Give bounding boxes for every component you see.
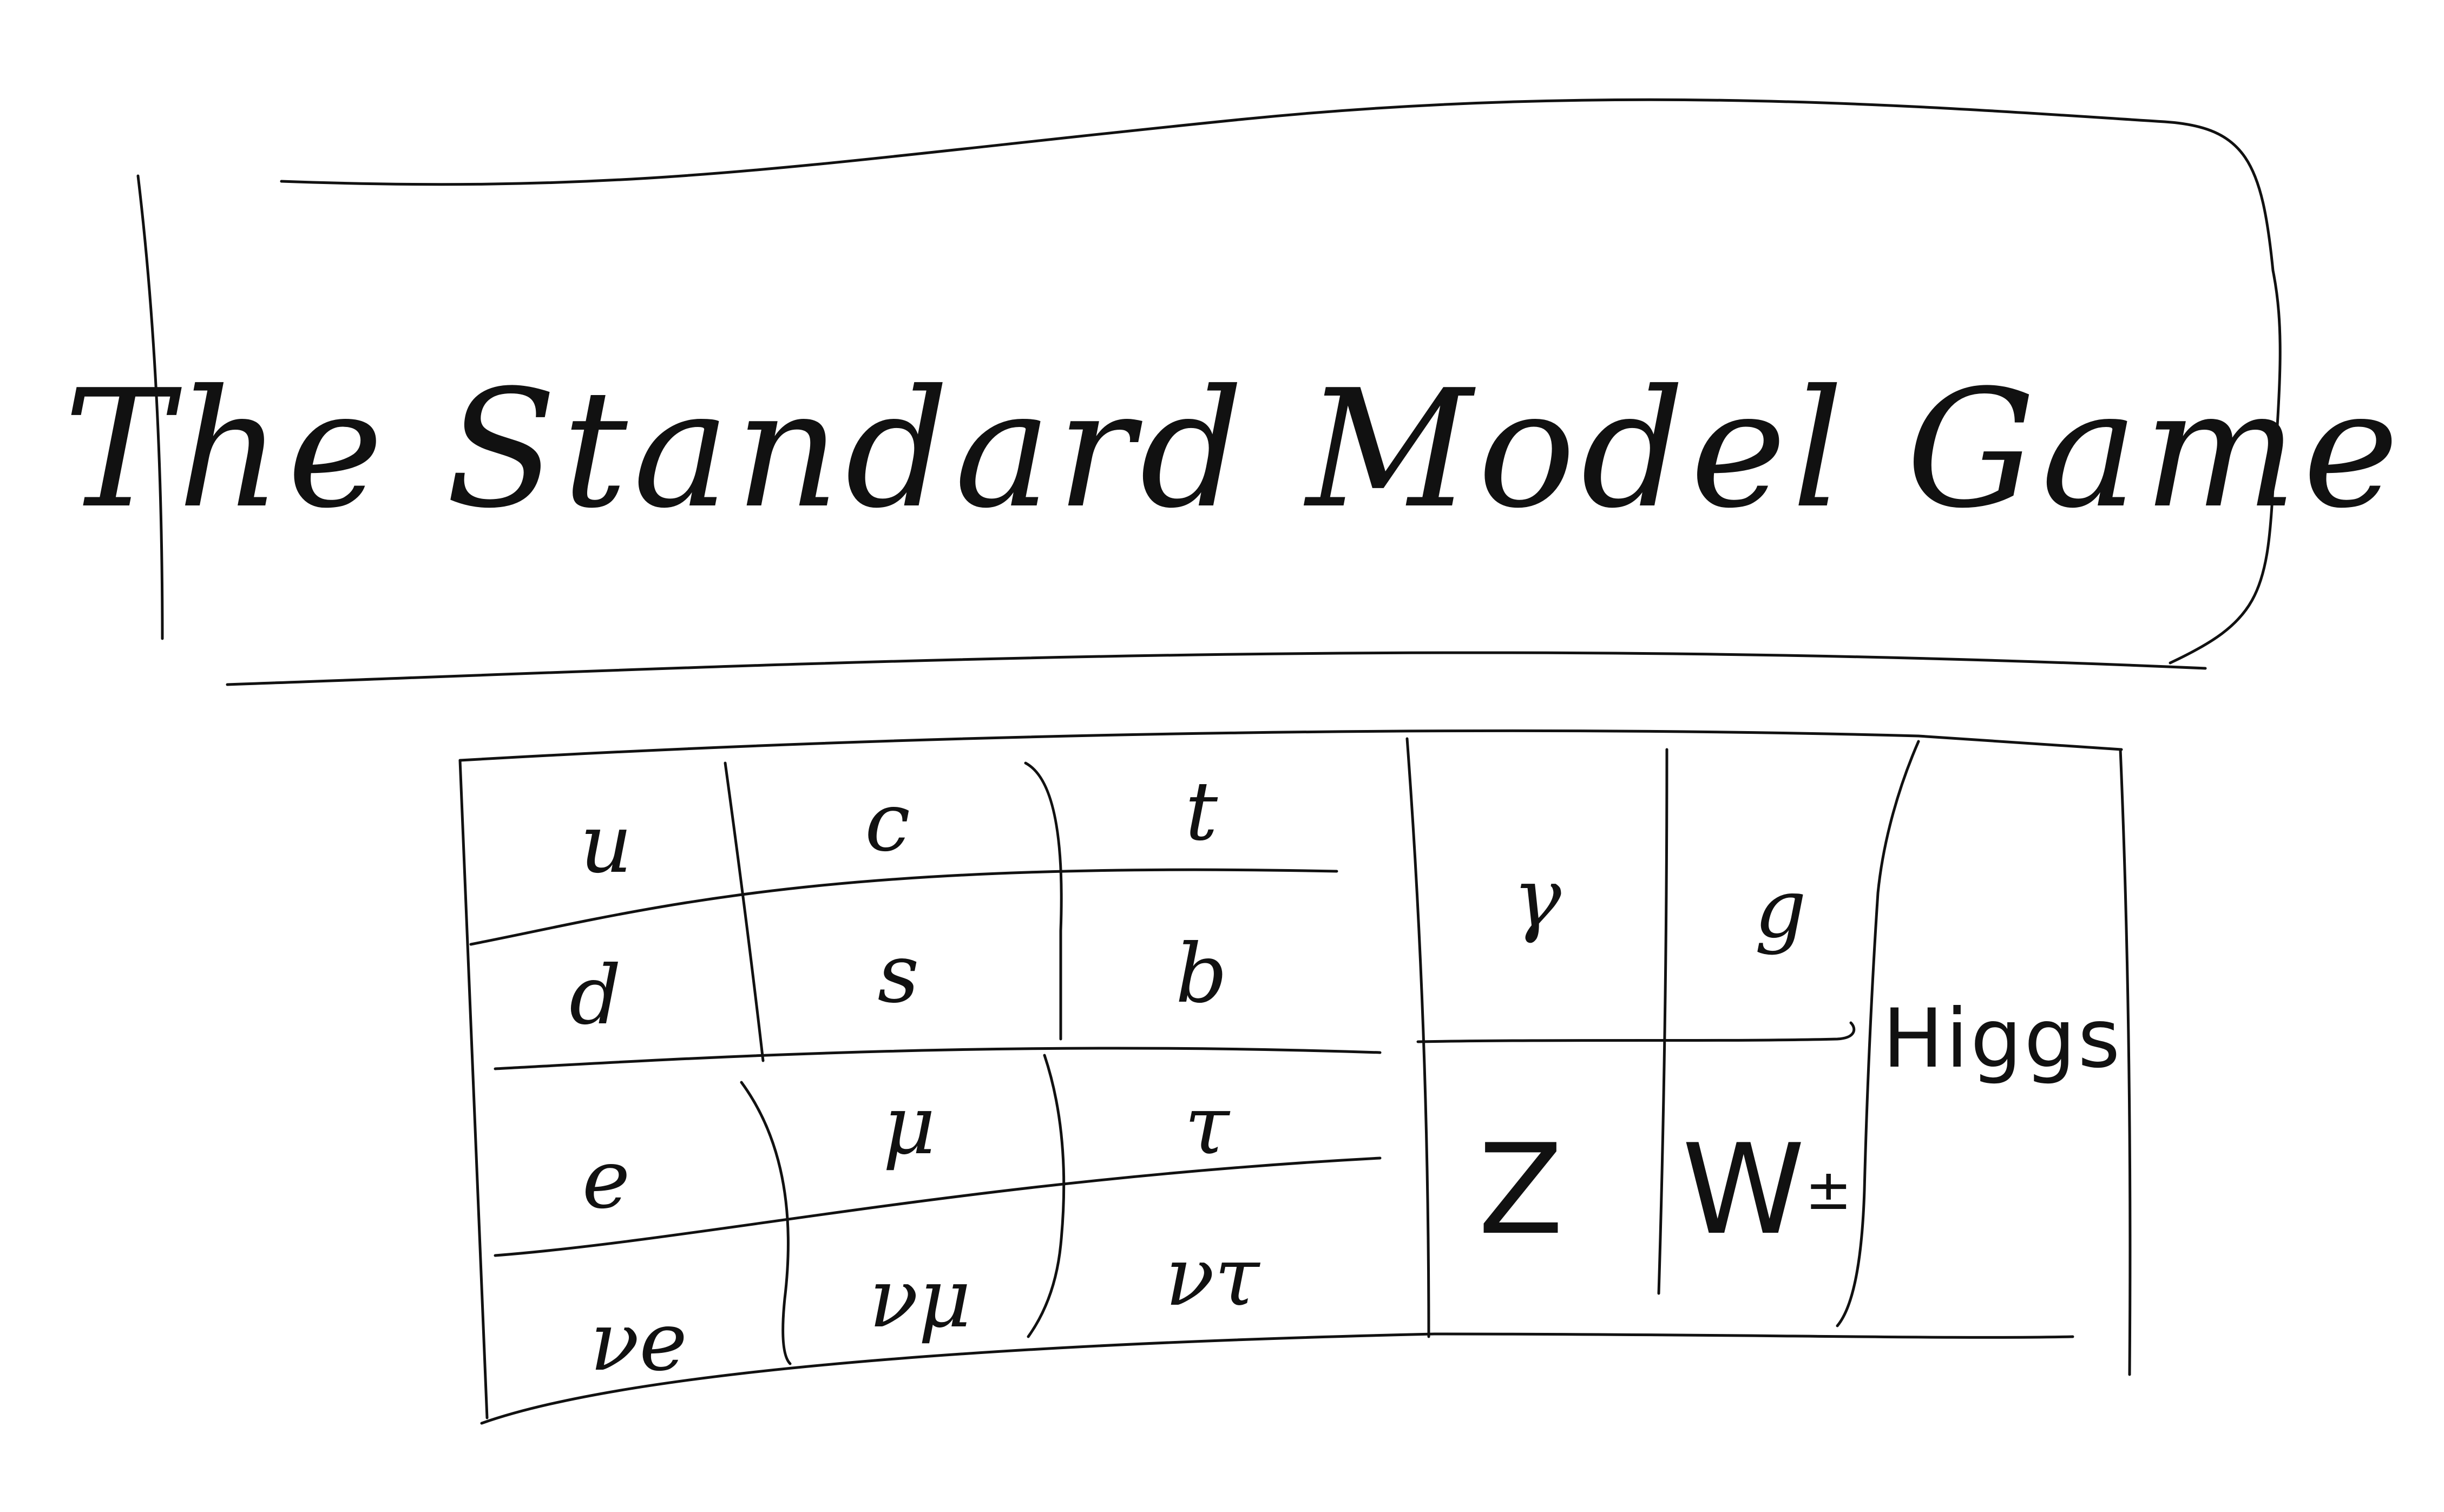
title-frame-left [136,174,164,640]
boson-w-letter: W [1681,1118,1805,1263]
table-frame-bottom [480,1332,2074,1425]
lepton-electron: e [582,1133,630,1227]
boson-gluon: g [1754,862,1807,956]
lepton-muon: μ [883,1079,936,1173]
quark-lepton-divider [494,1047,1382,1070]
lepton-electron-neutrino: νe [590,1295,687,1389]
lepton-row-divider [494,1156,1382,1257]
quark-bottom: b [1175,927,1228,1021]
boson-z: Z [1478,1118,1563,1263]
lepton-tau-neutrino: ντ [1165,1230,1260,1324]
title-frame-top [280,98,2282,665]
quark-down: d [569,949,622,1043]
table-frame-top [458,729,2123,762]
boson-higgs: Higgs [1882,992,2123,1086]
boson-w-charge: ± [1805,1158,1852,1223]
title-frame-bottom [226,651,2207,686]
boson-w: W± [1678,1109,1856,1272]
fermion-boson-divider [1405,737,1430,1338]
lepton-tau: τ [1184,1079,1230,1173]
boson-row-divider [1416,1021,1856,1043]
boson-photon: γ [1513,851,1561,945]
quark-row-divider [469,868,1338,946]
quark-charm: c [864,775,910,870]
fermion-divider-1-upper [724,761,765,1062]
quark-up: u [580,797,633,891]
quark-strange: s [877,927,919,1021]
boson-higgs-divider [1836,740,1920,1327]
fermion-divider-2-lower [1027,1054,1066,1338]
table-frame-right [2119,748,2132,1376]
fermion-divider-1-lower [740,1081,792,1365]
lepton-muon-neutrino: νμ [869,1252,971,1346]
quark-top: t [1185,765,1218,859]
title-text: The Standard Model Game [63,354,2404,544]
fermion-divider-2-upper [1024,761,1063,1041]
boson-column-divider [1657,748,1668,1295]
table-frame-left [458,759,489,1419]
